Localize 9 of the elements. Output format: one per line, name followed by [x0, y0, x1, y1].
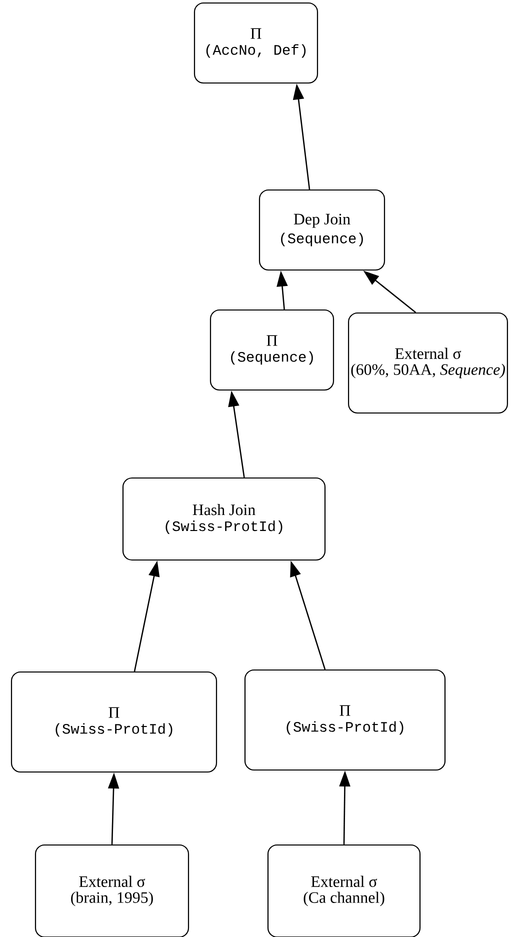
operator-box: Π (Swiss-ProtId) [10, 671, 218, 773]
operator-box: Π (AccNo, Def) [194, 2, 318, 84]
operator-box: Hash Join (Swiss-ProtId) [122, 477, 326, 561]
operator-box: Π (Sequence) [210, 309, 334, 391]
operator-box: Π (Swiss-ProtId) [244, 669, 446, 771]
operator-box: External σ (brain, 1995) [34, 844, 190, 937]
operator-box: External σ (60%, 50AA, Sequence) [348, 312, 508, 414]
operator-box: External σ (Ca channel) [267, 844, 421, 937]
operator-box: Dep Join (Sequence) [258, 189, 386, 271]
